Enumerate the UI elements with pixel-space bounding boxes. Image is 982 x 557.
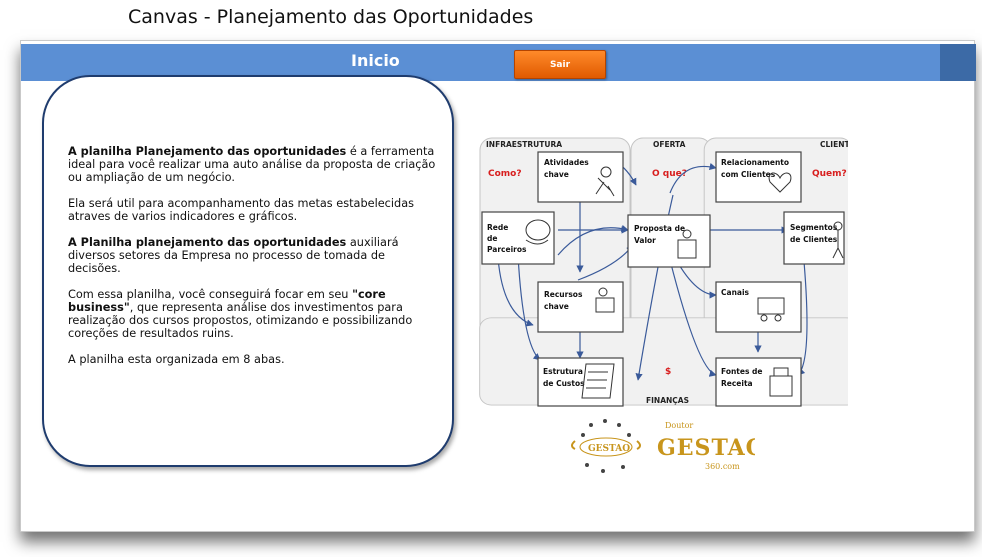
svg-text:Receita: Receita bbox=[721, 379, 753, 388]
svg-text:com Clientes: com Clientes bbox=[721, 170, 776, 179]
description-paragraph-2: Ela será util para acompanhamento das me… bbox=[68, 197, 415, 223]
logo-emblem-icon: GESTAO bbox=[571, 419, 641, 473]
nav-bar-edge bbox=[940, 44, 976, 81]
description-paragraph-3: A Planilha planejamento das oportunidade… bbox=[68, 236, 399, 275]
svg-text:Estrutura: Estrutura bbox=[543, 367, 583, 376]
doutor-gestao-logo: GESTAO Doutor GESTAO 360.com bbox=[571, 419, 755, 473]
svg-text:Parceiros: Parceiros bbox=[487, 245, 527, 254]
svg-text:Canais: Canais bbox=[721, 288, 750, 297]
nav-title: Inicio bbox=[351, 51, 400, 70]
block-key-activities: Atividades chave bbox=[537, 151, 624, 203]
logo-prefix: Doutor bbox=[665, 421, 693, 430]
exit-button[interactable]: Sair bbox=[514, 50, 606, 79]
description-paragraph-5: A planilha esta organizada em 8 abas. bbox=[68, 353, 285, 366]
description-box: A planilha Planejamento das oportunidade… bbox=[42, 75, 454, 467]
section-label-clients: CLIENTES bbox=[820, 140, 848, 149]
svg-text:Relacionamento: Relacionamento bbox=[721, 158, 789, 167]
description-paragraph-1: A planilha Planejamento das oportunidade… bbox=[68, 145, 436, 184]
svg-text:Rede: Rede bbox=[487, 223, 508, 232]
page-title: Canvas - Planejamento das Oportunidades bbox=[128, 6, 534, 28]
question-who: Quem? bbox=[812, 169, 847, 179]
business-model-canvas-diagram: INFRAESTRUTURA OFERTA CLIENTES FINANÇAS … bbox=[479, 137, 848, 407]
section-label-offer: OFERTA bbox=[653, 140, 686, 149]
svg-text:Valor: Valor bbox=[634, 236, 656, 245]
section-label-infra: INFRAESTRUTURA bbox=[486, 140, 562, 149]
logo-emblem-word: GESTAO bbox=[588, 444, 630, 454]
block-channels: Canais bbox=[715, 281, 802, 333]
block-key-partners: Rede de Parceiros bbox=[481, 211, 555, 265]
block-value-proposition: Proposta de Valor bbox=[627, 214, 711, 268]
question-what: O que? bbox=[652, 169, 687, 179]
svg-text:Proposta de: Proposta de bbox=[634, 224, 685, 233]
svg-text:de Clientes: de Clientes bbox=[790, 235, 838, 244]
svg-text:de: de bbox=[487, 234, 497, 243]
block-customer-segments: Segmentos de Clientes bbox=[783, 211, 845, 265]
description-text: A planilha Planejamento das oportunidade… bbox=[68, 145, 438, 379]
logo-suffix: 360.com bbox=[705, 462, 740, 471]
svg-text:chave: chave bbox=[544, 302, 569, 311]
description-paragraph-4: Com essa planilha, você conseguirá focar… bbox=[68, 288, 413, 340]
block-cost-structure: Estrutura de Custos bbox=[537, 357, 624, 407]
block-key-resources: Recursos chave bbox=[537, 281, 624, 333]
svg-text:Fontes de: Fontes de bbox=[721, 367, 763, 376]
question-money: $ bbox=[665, 367, 671, 377]
question-how: Como? bbox=[488, 169, 522, 179]
svg-text:de Custos: de Custos bbox=[543, 379, 585, 388]
logo-word: GESTAO bbox=[657, 435, 755, 461]
block-revenue-streams: Fontes de Receita bbox=[715, 357, 802, 407]
section-label-finance: FINANÇAS bbox=[646, 396, 689, 405]
svg-text:Atividades: Atividades bbox=[544, 158, 589, 167]
svg-text:Segmentos: Segmentos bbox=[790, 223, 838, 232]
block-customer-relationship: Relacionamento com Clientes bbox=[715, 151, 802, 203]
svg-text:Recursos: Recursos bbox=[544, 290, 583, 299]
svg-text:chave: chave bbox=[544, 170, 569, 179]
top-nav-bar: Inicio Sair bbox=[21, 44, 976, 81]
